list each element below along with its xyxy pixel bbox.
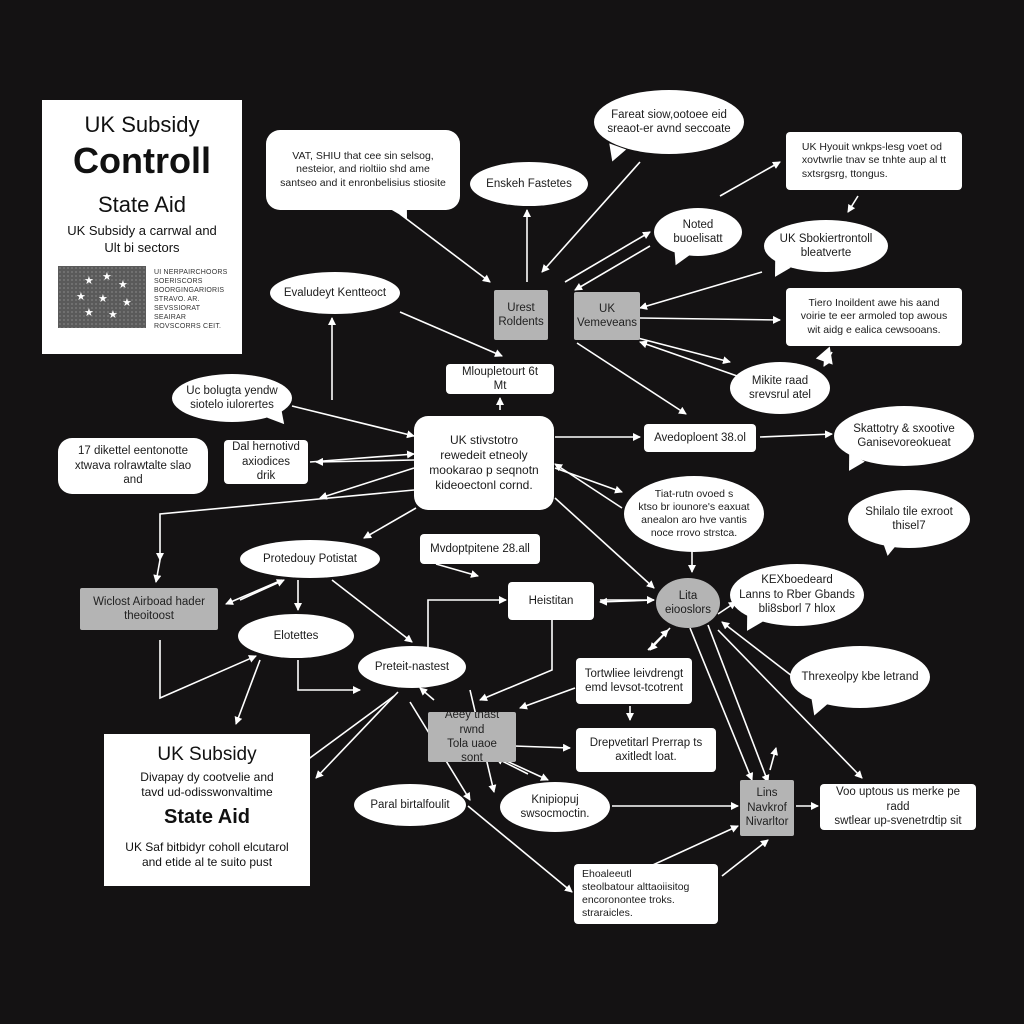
card-top-line4: UK Subsidy a carrwal and Ult bi sectors — [67, 223, 217, 255]
node-tiero: Tiero Inoildent awe his aand voirie te e… — [786, 288, 962, 346]
node-urest: Urest Roldents — [494, 290, 548, 340]
node-protedou: Protedouy Potistat — [240, 540, 380, 578]
node-elotettes: Elotettes — [238, 614, 354, 658]
card-bottom-line2: Divapay dy cootvelie and tavd ud-odisswo… — [140, 770, 274, 799]
node-uk-sbok: UK Sbokiertrontoll bleatverte — [764, 220, 888, 272]
node-noted: Noted buoelisatt — [654, 208, 742, 256]
node-paral: Paral birtalfoulit — [354, 784, 466, 826]
node-dal: Dal hernotivd axiodices drik — [224, 440, 308, 484]
node-lins: Lins Navkrof Nivarltor — [740, 780, 794, 836]
node-ehoal: Ehoaleeutl steolbatour alttaoiisitog enc… — [574, 864, 718, 924]
node-uk-v: UK Vemeveans — [574, 292, 640, 340]
card-bottom-line3: State Aid — [164, 806, 250, 828]
card-top-line1: UK Subsidy — [84, 112, 200, 137]
card-top-line3: State Aid — [97, 192, 187, 217]
node-preteit: Preteit-nastest — [358, 646, 466, 688]
node-center: UK stivstotro rewedeit etneoly mookarao … — [414, 416, 554, 510]
node-aeey: Aeey thast rwnd Tola uaoe sont — [428, 712, 516, 762]
node-mloup: Mloupletourt 6t Mt — [446, 364, 554, 394]
node-tl-text: VAT, SHIU that cee sin selsog, nesteior,… — [266, 130, 460, 210]
eu-flag-icon: ★ ★ ★ ★ ★ ★ ★ ★ — [58, 266, 146, 328]
node-lita: Lita eiooslors — [656, 578, 720, 628]
node-wiclost: Wiclost Airboad hader theoitoost — [80, 588, 218, 630]
node-knipiop: Knipiopuj swsocmoctin. — [500, 782, 610, 832]
node-evaluated: Evaludeyt Kentteoct — [270, 272, 400, 314]
node-tr-box: UK Hyouit wnkps-lesg voet od xovtwrlie t… — [786, 132, 962, 190]
node-threxeolpy: Threxeolpy kbe letrand — [790, 646, 930, 708]
title-card-bottom: UK Subsidy Divapay dy cootvelie and tavd… — [104, 734, 310, 886]
card-bottom-line4: UK Saf bitbidyr coholl elcutarol and eti… — [125, 840, 289, 869]
card-top-fine-print: UI NERPAIRCHOORS SOERISCORS BOORGINGARIO… — [154, 269, 228, 330]
node-17: 17 dikettel eentonotte xtwava rolrawtalt… — [58, 438, 208, 494]
card-bottom-line1: UK Subsidy — [157, 744, 257, 765]
node-skattotry: Skattotry & sxootive Ganisevoreokueat — [834, 406, 974, 466]
card-top-line2: Controll — [73, 140, 211, 181]
node-aved: Avedoploent 38.ol — [644, 424, 756, 452]
node-shilalo: Shilalo tile exroot thisel7 — [848, 490, 970, 548]
node-kex: KEXboedeard Lanns to Rber Gbands bli8sbo… — [730, 564, 864, 626]
node-tiat: Tiat-rutn ovoed s ktso br iounore's eaxu… — [624, 476, 764, 552]
node-tc-bubble: Fareat siow,ootoee eid sreaot-er avnd se… — [594, 90, 744, 154]
node-mikite: Mikite raad srevsrul atel — [730, 362, 830, 414]
node-uc-bubble: Uc bolugta yendw siotelo iulorertes — [172, 374, 292, 422]
node-drep: Drepvetitarl Prerrap ts axitledt loat. — [576, 728, 716, 772]
node-tortvilee: Tortwliee leivdrengt emd levsot-tcotrent — [576, 658, 692, 704]
node-mvdopt: Mvdoptpitene 28.all — [420, 534, 540, 564]
node-heistitan: Heistitan — [508, 582, 594, 620]
node-enskeh: Enskeh Fastetes — [470, 162, 588, 206]
bubble-tail — [878, 538, 900, 558]
title-card-top: UK Subsidy Controll State Aid UK Subsidy… — [42, 100, 242, 354]
node-voo: Voo uptous us merke pe radd swtlear up-s… — [820, 784, 976, 830]
